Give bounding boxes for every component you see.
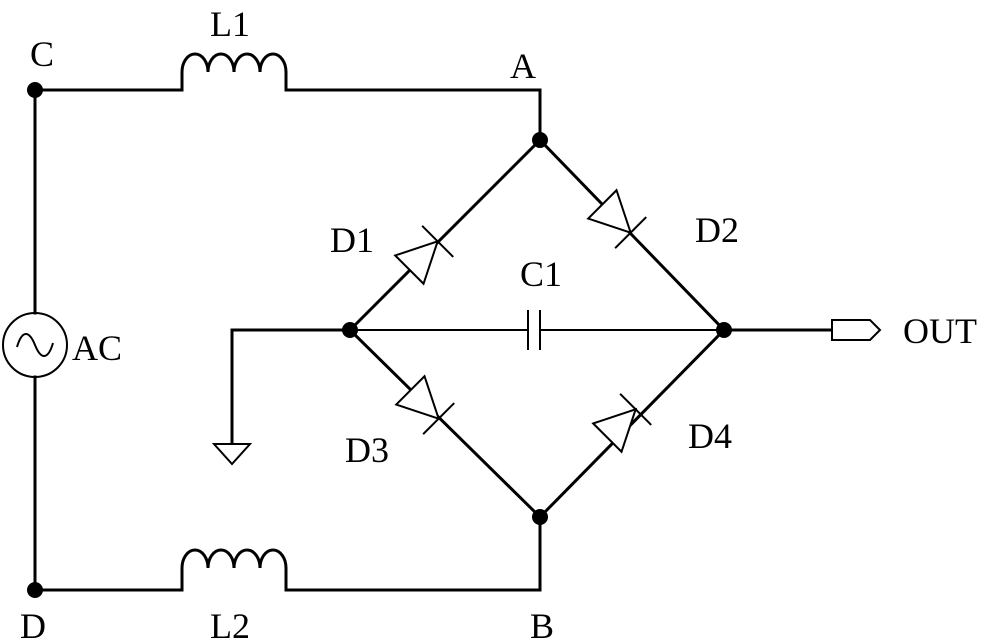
ground-wire — [230, 328, 352, 444]
diode-d4-label: D4 — [688, 416, 732, 456]
node-left-dot — [342, 322, 358, 338]
diode-d2-icon — [586, 188, 647, 249]
bridge-wires — [347, 137, 727, 520]
capacitor-c1-icon — [350, 310, 724, 350]
capacitor-c1-label: C1 — [520, 254, 562, 294]
output-port-icon — [831, 319, 882, 341]
inductor-l1-label: L1 — [210, 4, 250, 44]
inductor-l1-icon — [180, 52, 288, 92]
inductor-l2-icon — [180, 548, 288, 592]
diode-d3-icon — [394, 374, 455, 435]
node-a-dot — [532, 132, 548, 148]
ac-source-label: AC — [72, 328, 122, 368]
node-a-label: A — [510, 46, 536, 86]
inductor-l2-label: L2 — [210, 606, 250, 644]
node-d-dot — [27, 582, 43, 598]
diode-d3-label: D3 — [345, 430, 389, 470]
diode-d1-icon — [393, 225, 454, 286]
node-b-dot — [532, 509, 548, 525]
output-label: OUT — [903, 311, 977, 351]
ground-icon — [211, 443, 253, 466]
top-wire — [33, 88, 542, 142]
ac-source-icon — [2, 312, 68, 378]
diode-d4-icon — [591, 393, 652, 454]
node-d-label: D — [20, 606, 46, 644]
node-c-label: C — [30, 34, 54, 74]
bottom-wire — [33, 515, 542, 592]
node-b-label: B — [530, 606, 554, 644]
node-right-dot — [716, 322, 732, 338]
diode-d2-label: D2 — [695, 210, 739, 250]
node-c-dot — [27, 82, 43, 98]
diode-d1-label: D1 — [330, 220, 374, 260]
